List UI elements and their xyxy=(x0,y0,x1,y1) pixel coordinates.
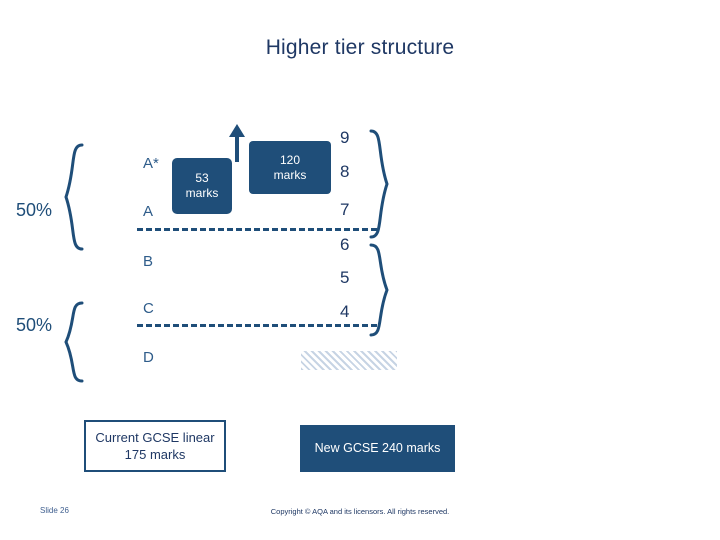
grade-label-a: A xyxy=(143,203,154,220)
new-grade-8: 8 xyxy=(340,162,350,181)
new-grade-9: 9 xyxy=(340,128,350,147)
grade-label-b: B xyxy=(143,253,154,270)
right-brace-top-icon xyxy=(369,129,389,239)
up-arrow-icon xyxy=(229,124,245,162)
new-grade-6: 6 xyxy=(340,235,350,254)
marks-box-53-value: 53 xyxy=(195,171,209,185)
marks-box-120: 120 marks xyxy=(249,141,331,194)
percent-label-bottom: 50% xyxy=(16,315,53,335)
marks-box-120-value: 120 xyxy=(279,152,301,167)
percent-label-top: 50% xyxy=(16,200,53,220)
current-gcse-label: Current GCSE linear 175 marks xyxy=(84,420,226,472)
copyright-notice: Copyright © AQA and its licensors. All r… xyxy=(270,507,450,516)
left-brace-bottom-icon xyxy=(64,301,84,383)
grade-label-a-star: A* xyxy=(143,155,159,172)
marks-box-120-unit: marks xyxy=(273,167,307,182)
new-grade-5: 5 xyxy=(340,268,350,287)
page-title: Higher tier structure xyxy=(265,36,455,59)
grade-label-d: D xyxy=(143,349,154,366)
new-gcse-label: New GCSE 240 marks xyxy=(300,425,455,472)
grade-label-c: C xyxy=(143,300,154,317)
left-brace-top-icon xyxy=(64,143,84,251)
marks-box-53-unit: marks xyxy=(185,186,219,200)
slide-number: Slide 26 xyxy=(40,506,69,515)
right-brace-bottom-icon xyxy=(369,243,389,337)
marks-box-53: 53 marks xyxy=(172,158,232,214)
dashed-separator-lower xyxy=(137,324,377,327)
new-grade-4: 4 xyxy=(340,302,350,321)
dashed-separator-upper xyxy=(137,228,377,231)
new-grade-7: 7 xyxy=(340,200,350,219)
hatched-region xyxy=(300,350,398,371)
